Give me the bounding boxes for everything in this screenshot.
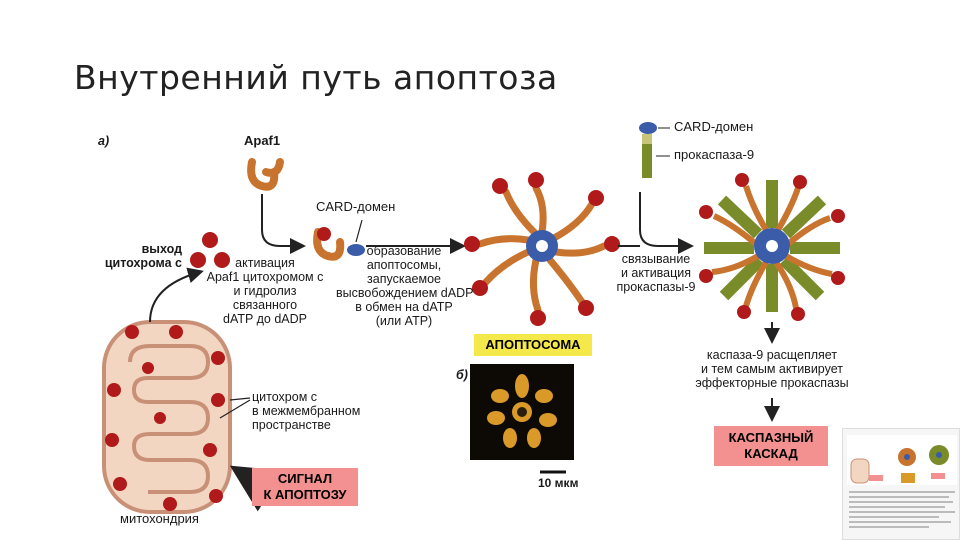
mitochondrion-label: митохондрия xyxy=(120,511,199,526)
procaspase9-molecule xyxy=(639,122,657,178)
activation-line-1: активация xyxy=(235,256,295,270)
panel-b-label: б) xyxy=(456,368,468,382)
apoptosome-formation-label: образование апоптосомы, запускаемое высв… xyxy=(336,244,474,328)
binding-label: связывание и активация прокаспазы-9 xyxy=(606,252,706,294)
signal-box: СИГНАЛ К АПОПТОЗУ xyxy=(252,468,358,506)
card-pointer xyxy=(355,219,363,243)
cytochrome-space-label: цитохром с в межмембранном пространстве xyxy=(252,390,360,432)
cascade-line-2: КАСКАД xyxy=(744,446,798,461)
binding-line-1: связывание xyxy=(621,252,691,266)
activation-line-4: связанного xyxy=(232,298,298,312)
apoptosis-figure: а) б) Apaf1 CARD-домен CARD-домен прокас… xyxy=(90,100,858,540)
scale-bar-label: 10 мкм xyxy=(538,476,579,490)
activation-line-3: и гидролиз xyxy=(233,284,297,298)
activated-apaf1 xyxy=(313,227,365,261)
slide-title: Внутренний путь апоптоза xyxy=(74,58,558,97)
cleavage-line-2: и тем самым активирует xyxy=(701,362,843,376)
apoptosome-micrograph xyxy=(470,364,574,474)
cleavage-line-3: эффекторные прокаспазы xyxy=(695,376,849,390)
cleavage-line-1: каспаза-9 расщепляет xyxy=(706,348,838,362)
binding-line-2: и активация xyxy=(620,266,692,280)
card-domain-label-2: CARD-домен xyxy=(674,119,754,134)
formation-line-3: запускаемое xyxy=(367,272,441,286)
cytochrome-space-line-2: в межмембранном xyxy=(252,404,361,418)
binding-line-3: прокаспазы-9 xyxy=(616,280,696,294)
slide-thumbnail[interactable] xyxy=(842,428,960,540)
holoapoptosome xyxy=(699,173,845,321)
cascade-box: КАСПАЗНЫЙ КАСКАД xyxy=(714,426,828,466)
formation-line-1: образование xyxy=(366,244,442,258)
formation-line-5: в обмен на dATP xyxy=(355,300,453,314)
cascade-line-1: КАСПАЗНЫЙ xyxy=(728,430,814,445)
card-domain-label-1: CARD-домен xyxy=(316,199,396,214)
cytochrome-release-label: выход цитохрома с xyxy=(90,242,182,270)
formation-line-2: апоптосомы, xyxy=(366,258,442,272)
activation-arrow xyxy=(261,194,306,254)
procaspase9-label: прокаспаза-9 xyxy=(674,147,755,162)
binding-arrow xyxy=(639,192,694,254)
cytochrome-release-line-1: выход xyxy=(141,242,182,256)
panel-a-label: а) xyxy=(98,134,110,148)
activation-label: активация Apaf1 цитохромом с и гидролиз … xyxy=(200,256,330,326)
release-arrow xyxy=(149,267,204,323)
mitochondrion xyxy=(102,320,232,514)
formation-line-6: (или ATP) xyxy=(375,314,433,328)
apaf1-label: Apaf1 xyxy=(244,133,281,148)
apoptosome-box: АПОПТОСОМА xyxy=(474,334,592,356)
cytochrome-release-line-2: цитохрома с xyxy=(104,256,182,270)
apoptosome xyxy=(464,172,620,326)
mito-cytochromes xyxy=(105,325,225,511)
cytochrome-pointer xyxy=(219,397,251,419)
released-cytochromes xyxy=(190,232,230,268)
formation-line-4: высвобождением dADP xyxy=(336,286,474,300)
apaf1-monomer xyxy=(247,158,284,191)
cytochrome-space-line-3: пространстве xyxy=(252,418,331,432)
signal-line-1: СИГНАЛ xyxy=(277,471,333,486)
signal-line-2: К АПОПТОЗУ xyxy=(263,487,347,502)
cytochrome-space-line-1: цитохром с xyxy=(252,390,318,404)
cleavage-label: каспаза-9 расщепляет и тем самым активир… xyxy=(690,348,854,390)
figure-graphics xyxy=(102,122,845,514)
thumbnail-graphics xyxy=(847,435,957,528)
activation-line-5: dATP до dADP xyxy=(223,312,307,326)
activation-line-2: Apaf1 цитохромом с xyxy=(206,270,324,284)
